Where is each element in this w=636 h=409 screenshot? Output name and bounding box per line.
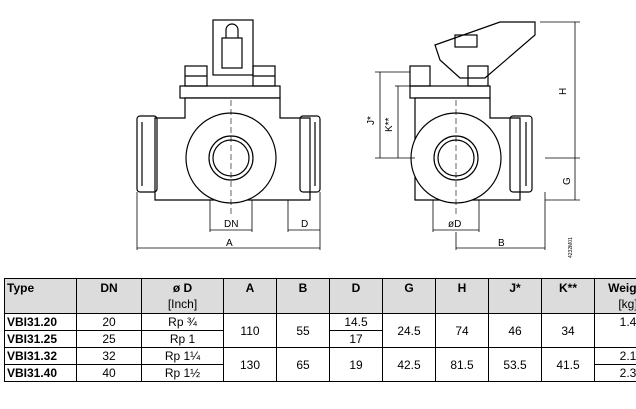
a-cell: 110 xyxy=(223,313,277,348)
dim-d-label: D xyxy=(301,219,308,230)
table-row: VBI31.32 32 Rp 1¼ 130 65 19 42.5 81.5 53… xyxy=(4,347,636,382)
dim-h-label: H xyxy=(558,88,569,95)
valve-dimension-drawing: DN D A øD B H J* K** G 4232M01 xyxy=(136,19,580,258)
od-cell: Rp 1¼ xyxy=(141,347,224,365)
h-cell: 81.5 xyxy=(435,347,489,382)
dn-cell: 32 xyxy=(76,347,142,365)
dim-a-label: A xyxy=(226,238,233,249)
header-d: D xyxy=(329,278,383,297)
dn-cell: 20 xyxy=(76,313,142,331)
b-cell: 65 xyxy=(276,347,330,382)
d-cell: 14.5 xyxy=(329,313,383,331)
header-a: A xyxy=(223,278,277,297)
a-cell: 130 xyxy=(223,347,277,382)
od-cell: Rp 1 xyxy=(141,330,224,348)
dim-dn-label: DN xyxy=(224,219,238,230)
dim-od-label: øD xyxy=(448,219,461,230)
type-cell: VBI31.40 xyxy=(4,364,77,382)
k-cell: 41.5 xyxy=(541,347,595,382)
header-g: G xyxy=(382,278,436,297)
h-cell: 74 xyxy=(435,313,489,348)
table-row: VBI31.40 40 Rp 1½ 2.3 xyxy=(4,364,636,382)
g-cell: 42.5 xyxy=(382,347,436,382)
unit-od: [Inch] xyxy=(141,297,224,314)
header-od: ø D xyxy=(141,278,224,297)
header-k: K** xyxy=(541,278,595,297)
dimensions-table: Type DN ø D A B D G H J* K** Weight [Inc… xyxy=(4,278,636,382)
type-cell: VBI31.25 xyxy=(4,330,77,348)
unit-weight: [kg] xyxy=(594,297,636,314)
type-cell: VBI31.32 xyxy=(4,347,77,365)
dn-cell: 40 xyxy=(76,364,142,382)
table-row: VBI31.20 20 Rp ¾ 110 55 14.5 24.5 74 46 … xyxy=(4,313,636,348)
dn-cell: 25 xyxy=(76,330,142,348)
header-b: B xyxy=(276,278,330,297)
header-type: Type xyxy=(4,278,77,297)
dim-g-label: G xyxy=(562,177,573,185)
g-cell: 24.5 xyxy=(382,313,436,348)
dim-b-label: B xyxy=(498,238,505,249)
dim-k-label: K** xyxy=(384,117,395,132)
table-units-row: [Inch] [kg] xyxy=(4,297,636,314)
j-cell: 46 xyxy=(488,313,542,348)
k-cell: 34 xyxy=(541,313,595,348)
d-cell: 17 xyxy=(329,330,383,348)
side-view xyxy=(375,21,580,250)
weight-cell: 1.4 xyxy=(594,313,636,348)
weight-cell: 2.1 xyxy=(594,347,636,365)
table-header-row: Type DN ø D A B D G H J* K** Weight xyxy=(4,278,636,297)
j-cell: 53.5 xyxy=(488,347,542,382)
weight-cell: 2.3 xyxy=(594,364,636,382)
header-h: H xyxy=(435,278,489,297)
header-j: J* xyxy=(488,278,542,297)
header-dn: DN xyxy=(76,278,142,297)
od-cell: Rp ¾ xyxy=(141,313,224,331)
od-cell: Rp 1½ xyxy=(141,364,224,382)
header-weight: Weight xyxy=(594,278,636,297)
type-cell: VBI31.20 xyxy=(4,313,77,331)
drawing-code: 4232M01 xyxy=(568,237,574,258)
front-view xyxy=(136,19,321,250)
dim-j-label: J* xyxy=(366,116,377,125)
b-cell: 55 xyxy=(276,313,330,348)
d-cell: 19 xyxy=(329,347,383,382)
